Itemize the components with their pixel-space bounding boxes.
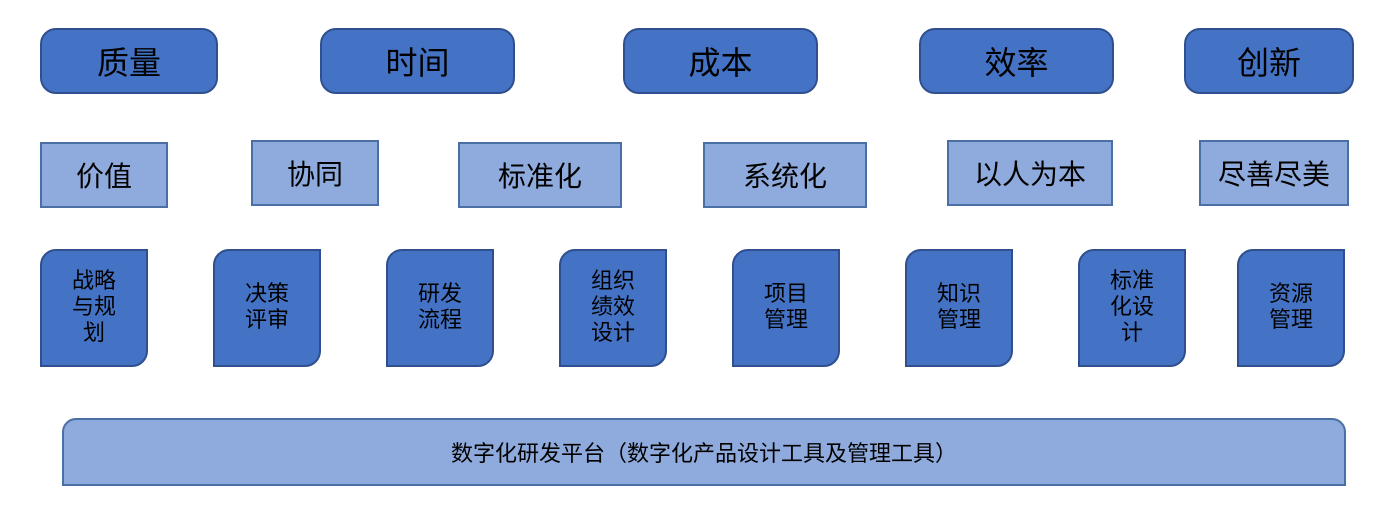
- goal-label: 时间: [385, 44, 450, 82]
- goal-innovation: 创新: [1184, 28, 1354, 94]
- principle-label: 价值: [75, 160, 132, 193]
- goal-label: 效率: [984, 44, 1049, 82]
- principle-label: 系统化: [742, 160, 827, 193]
- capability-label: 战略 与规 划: [71, 269, 116, 346]
- goal-label: 创新: [1236, 44, 1301, 82]
- goal-label: 成本: [688, 44, 753, 82]
- capability-strategy-planning: 战略 与规 划: [40, 249, 148, 367]
- goal-efficiency: 效率: [919, 28, 1114, 94]
- principle-systematization: 系统化: [703, 142, 867, 208]
- principle-label: 协同: [286, 158, 343, 191]
- capability-label: 项目 管理: [763, 282, 808, 333]
- digital-rd-platform: 数字化研发平台（数字化产品设计工具及管理工具）: [62, 418, 1346, 486]
- capability-resource-management: 资源 管理: [1237, 249, 1345, 367]
- principle-label: 标准化: [497, 160, 582, 193]
- capability-org-performance-design: 组织 绩效 设计: [559, 249, 667, 367]
- principle-value: 价值: [40, 142, 168, 208]
- capability-label: 资源 管理: [1268, 282, 1313, 333]
- principle-standardization: 标准化: [458, 142, 622, 208]
- goal-time: 时间: [320, 28, 515, 94]
- principle-collaboration: 协同: [251, 140, 379, 206]
- principle-label: 以人为本: [973, 158, 1086, 191]
- goal-quality: 质量: [40, 28, 218, 94]
- capability-label: 决策 评审: [244, 282, 289, 333]
- principle-perfection: 尽善尽美: [1199, 140, 1349, 206]
- goal-cost: 成本: [623, 28, 818, 94]
- goal-label: 质量: [96, 44, 161, 82]
- platform-label: 数字化研发平台（数字化产品设计工具及管理工具）: [450, 442, 957, 467]
- capability-decision-review: 决策 评审: [213, 249, 321, 367]
- capability-label: 标准 化设 计: [1109, 269, 1154, 346]
- capability-standardized-design: 标准 化设 计: [1078, 249, 1186, 367]
- capability-rd-process: 研发 流程: [386, 249, 494, 367]
- capability-knowledge-management: 知识 管理: [905, 249, 1013, 367]
- capability-label: 知识 管理: [936, 282, 981, 333]
- capability-label: 研发 流程: [417, 282, 462, 333]
- principle-label: 尽善尽美: [1217, 158, 1330, 191]
- principle-people-oriented: 以人为本: [947, 140, 1113, 206]
- capability-label: 组织 绩效 设计: [590, 269, 635, 346]
- capability-project-management: 项目 管理: [732, 249, 840, 367]
